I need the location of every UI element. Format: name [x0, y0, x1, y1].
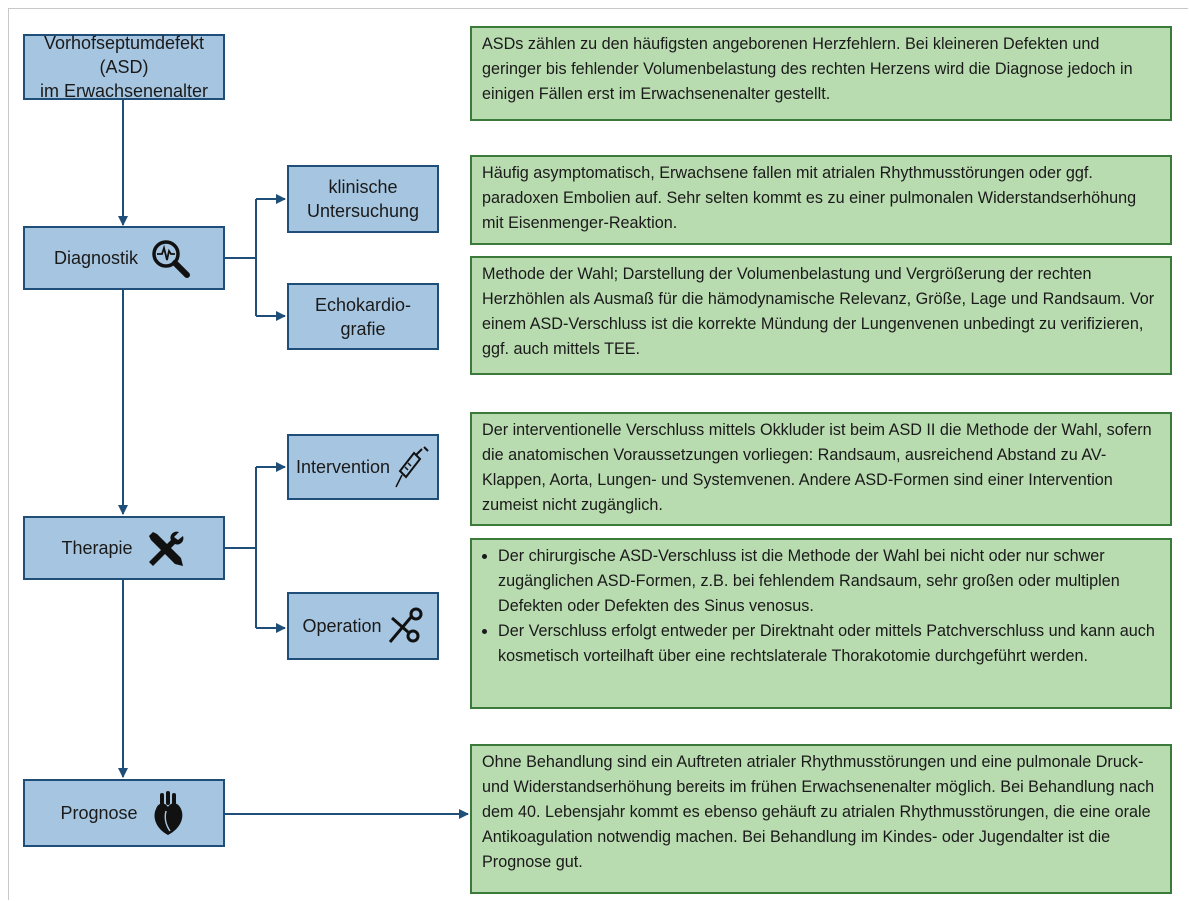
note-operation: Der chirurgische ASD-Verschluss ist die …: [470, 538, 1172, 709]
note-operation-list: Der chirurgische ASD-Verschluss ist die …: [482, 544, 1160, 669]
figure-frame: [8, 8, 1188, 900]
klinisch-box: klinische Untersuchung: [287, 165, 439, 233]
note-prognose-text: Ohne Behandlung sind ein Auftreten atria…: [482, 753, 1155, 871]
operation-label: Operation: [302, 616, 382, 636]
prognose-box: Prognose: [23, 779, 225, 847]
diagnostik-label: Diagnostik: [53, 248, 139, 268]
note-intro-text: ASDs zählen zu den häufigsten angeborene…: [482, 35, 1133, 103]
note-intervention: Der interventionelle Verschluss mittels …: [470, 412, 1172, 526]
echo-label: Echokardio- grafie: [314, 294, 412, 339]
note-echo-text: Methode der Wahl; Darstellung der Volume…: [482, 265, 1155, 358]
note-klinisch: Häufig asymptomatisch, Erwachsene fallen…: [470, 155, 1172, 245]
therapie-label: Therapie: [61, 538, 133, 558]
note-operation-item-1: Der chirurgische ASD-Verschluss ist die …: [498, 544, 1160, 619]
tools-icon: [143, 526, 187, 570]
echo-box: Echokardio- grafie: [287, 283, 439, 350]
prognose-label: Prognose: [60, 803, 138, 823]
therapie-box: Therapie: [23, 516, 225, 580]
heart-icon: [148, 789, 188, 837]
note-operation-item-2: Der Verschluss erfolgt entweder per Dire…: [498, 619, 1160, 669]
diagnostik-box: Diagnostik: [23, 226, 225, 290]
magnifier-ecg-icon: [148, 237, 194, 279]
syringe-icon: [394, 443, 430, 491]
klinisch-label: klinische Untersuchung: [306, 177, 420, 221]
note-prognose: Ohne Behandlung sind ein Auftreten atria…: [470, 744, 1172, 894]
scissors-icon: [386, 606, 424, 646]
note-intro: ASDs zählen zu den häufigsten angeborene…: [470, 26, 1172, 121]
note-echo: Methode der Wahl; Darstellung der Volume…: [470, 256, 1172, 375]
operation-box: Operation: [287, 592, 439, 660]
title-box: Vorhofseptumdefekt (ASD) im Erwachsenena…: [23, 33, 225, 101]
note-klinisch-text: Häufig asymptomatisch, Erwachsene fallen…: [482, 164, 1137, 232]
intervention-label: Intervention: [295, 457, 391, 477]
intervention-box: Intervention: [287, 434, 439, 500]
title-label: Vorhofseptumdefekt (ASD) im Erwachsenena…: [39, 33, 209, 101]
note-intervention-text: Der interventionelle Verschluss mittels …: [482, 421, 1152, 514]
